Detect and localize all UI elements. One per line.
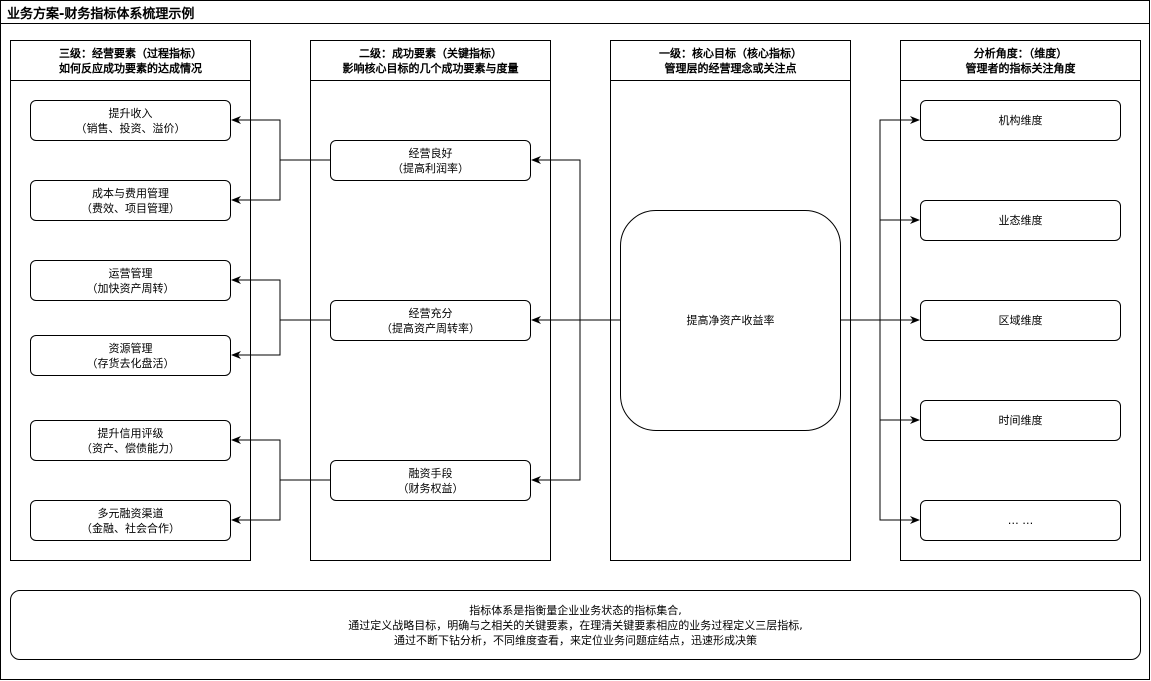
level2-item-title: 经营良好 xyxy=(408,146,453,160)
summary-note: 指标体系是指衡量企业业务状态的指标集合, 通过定义战略目标，明确与之相关的关键要… xyxy=(10,590,1141,660)
dimension-label: 区域维度 xyxy=(998,314,1043,327)
level3-item-resources: 资源管理 （存货去化盘活） xyxy=(30,335,231,376)
dimensions-subheading: 管理者的指标关注角度 xyxy=(965,61,1076,75)
note-line: 通过不断下钻分析，不同维度查看，来定位业务问题症结点，迅速形成决策 xyxy=(394,633,757,647)
level3-header: 三级：经营要素（过程指标） 如何反应成功要素的达成情况 xyxy=(11,41,250,81)
level3-item-detail: （金融、社会合作） xyxy=(81,521,180,535)
level1-header: 一级：核心目标（核心指标） 管理层的经营理念或关注点 xyxy=(611,41,850,81)
note-line: 指标体系是指衡量企业业务状态的指标集合, xyxy=(469,603,682,617)
dimension-label: 机构维度 xyxy=(998,114,1043,127)
level3-item-operations: 运营管理 （加快资产周转） xyxy=(30,260,231,301)
level3-item-detail: （销售、投资、溢价） xyxy=(75,121,186,135)
dimensions-header: 分析角度：（维度） 管理者的指标关注角度 xyxy=(901,41,1140,81)
core-goal-label: 提高净资产收益率 xyxy=(686,314,775,327)
level2-item-title: 融资手段 xyxy=(408,466,453,480)
level3-item-revenue: 提升收入 （销售、投资、溢价） xyxy=(30,100,231,141)
level3-item-title: 提升信用评级 xyxy=(97,426,164,440)
level3-item-detail: （资产、偿债能力） xyxy=(81,441,180,455)
level3-heading: 三级：经营要素（过程指标） xyxy=(59,46,202,60)
title-bar: 业务方案-财务指标体系梳理示例 xyxy=(0,0,1150,24)
page-title: 业务方案-财务指标体系梳理示例 xyxy=(7,7,195,22)
level2-item-title: 经营充分 xyxy=(408,306,453,320)
level1-heading: 一级：核心目标（核心指标） xyxy=(659,46,802,60)
level2-heading: 二级：成功要素（关键指标） xyxy=(359,46,502,60)
dimension-label: … … xyxy=(1007,514,1034,527)
dimension-item-time: 时间维度 xyxy=(920,400,1121,441)
level3-item-title: 成本与费用管理 xyxy=(92,186,169,200)
level2-item-financing: 融资手段 （财务权益） xyxy=(330,460,531,501)
dimension-item-format: 业态维度 xyxy=(920,200,1121,241)
level3-item-title: 资源管理 xyxy=(108,341,153,355)
level2-item-detail: （财务权益） xyxy=(397,481,464,495)
level3-item-credit: 提升信用评级 （资产、偿债能力） xyxy=(30,420,231,461)
dimension-item-region: 区域维度 xyxy=(920,300,1121,341)
dimension-item-org: 机构维度 xyxy=(920,100,1121,141)
level2-item-detail: （提高资产周转率） xyxy=(381,321,480,335)
core-goal-box: 提高净资产收益率 xyxy=(620,210,841,431)
level3-item-detail: （加快资产周转） xyxy=(86,281,175,295)
note-line: 通过定义战略目标，明确与之相关的关键要素，在理清关键要素相应的业务过程定义三层指… xyxy=(348,618,803,632)
level2-item-profit: 经营良好 （提高利润率） xyxy=(330,140,531,181)
level3-item-cost: 成本与费用管理 （费效、项目管理） xyxy=(30,180,231,221)
level3-item-detail: （费效、项目管理） xyxy=(81,201,180,215)
level2-item-detail: （提高利润率） xyxy=(392,161,469,175)
dimensions-heading: 分析角度：（维度） xyxy=(973,46,1068,60)
level3-item-detail: （存货去化盘活） xyxy=(86,356,175,370)
level2-item-turnover: 经营充分 （提高资产周转率） xyxy=(330,300,531,341)
level2-subheading: 影响核心目标的几个成功要素与度量 xyxy=(342,61,519,75)
level3-item-title: 多元融资渠道 xyxy=(97,506,164,520)
level3-item-title: 提升收入 xyxy=(108,106,153,120)
level3-subheading: 如何反应成功要素的达成情况 xyxy=(59,61,202,75)
level2-header: 二级：成功要素（关键指标） 影响核心目标的几个成功要素与度量 xyxy=(311,41,550,81)
dimension-label: 业态维度 xyxy=(998,214,1043,227)
dimension-item-more: … … xyxy=(920,500,1121,541)
level3-item-financing: 多元融资渠道 （金融、社会合作） xyxy=(30,500,231,541)
level3-item-title: 运营管理 xyxy=(108,266,153,280)
level1-subheading: 管理层的经营理念或关注点 xyxy=(664,61,797,75)
dimension-label: 时间维度 xyxy=(998,414,1043,427)
